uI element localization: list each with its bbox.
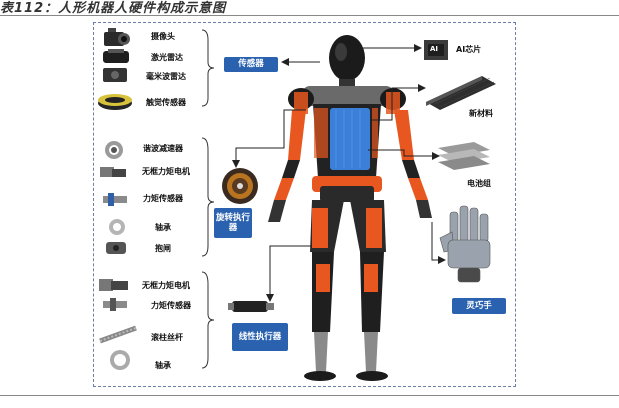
label-frameless-motor: 无框力矩电机: [142, 166, 190, 177]
label-bearing-2: 轴承: [155, 360, 171, 371]
label-frameless-motor-2: 无框力矩电机: [142, 280, 190, 291]
label-brake: 抱闸: [155, 243, 171, 254]
box-linear-actuator: 线性执行器: [232, 323, 288, 351]
label-mmwave-radar: 毫米波雷达: [146, 71, 186, 82]
label-ball-screw: 滚柱丝杆: [151, 332, 183, 343]
box-sensors: 传感器: [224, 57, 278, 72]
label-bearing: 轴承: [155, 222, 171, 233]
label-harmonic-reducer: 谐波减速器: [143, 143, 183, 154]
box-dexterous-hand: 灵巧手: [452, 298, 506, 314]
label-ai-chip: AI芯片: [456, 44, 481, 55]
box-rotary-actuator: 旋转执行器: [214, 208, 252, 238]
label-battery: 电池组: [467, 178, 491, 189]
label-torque-sensor-2: 力矩传感器: [151, 300, 191, 311]
label-new-material: 新材料: [469, 108, 493, 119]
ai-chip-icon-text: AI: [430, 45, 438, 53]
label-tactile-sensor: 触觉传感器: [146, 97, 186, 108]
label-torque-sensor: 力矩传感器: [143, 193, 183, 204]
label-camera: 摄像头: [151, 31, 175, 42]
label-lidar: 激光雷达: [151, 52, 183, 63]
